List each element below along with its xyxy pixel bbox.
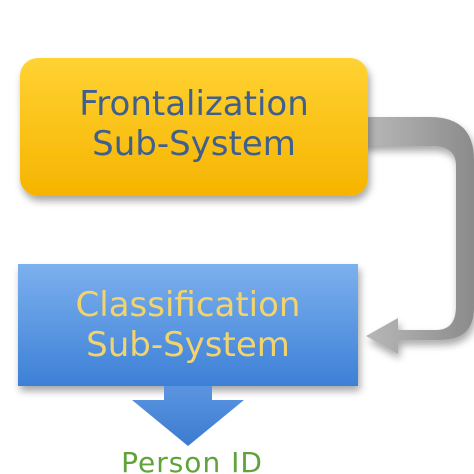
frontalization-label-line2: Sub-System xyxy=(92,124,296,165)
connector-arrow xyxy=(362,117,474,354)
frontalization-label: Frontalization Sub-System xyxy=(20,84,368,164)
output-arrow xyxy=(132,386,244,446)
output-label: Person ID xyxy=(121,446,263,474)
frontalization-box xyxy=(20,58,368,196)
classification-label-line2: Sub-System xyxy=(86,325,290,366)
frontalization-label-line1: Frontalization xyxy=(79,84,309,124)
classification-label-line1: Classification xyxy=(75,285,301,325)
classification-box xyxy=(18,264,358,386)
classification-label: Classification Sub-System xyxy=(18,285,358,365)
